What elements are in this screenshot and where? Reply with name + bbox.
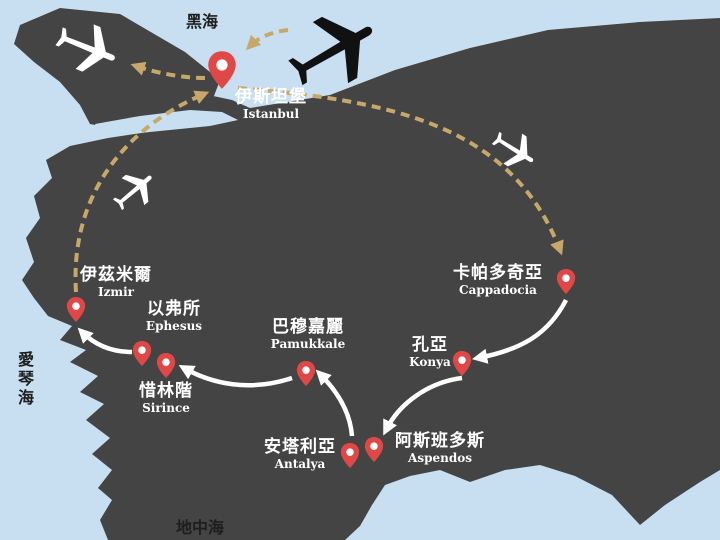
city-name-en: Cappadocia: [459, 282, 537, 297]
city-name-zh: 伊斯坦堡: [235, 87, 307, 107]
route-cappadocia-konya: [471, 298, 569, 364]
city-label-istanbul: 伊斯坦堡 Istanbul: [229, 87, 313, 121]
city-label-cappadocia: 卡帕多奇亞 Cappadocia: [448, 263, 548, 297]
flight-path-istanbul-cappadocia: [237, 86, 564, 256]
land-anatolia: [22, 18, 720, 540]
city-label-izmir: 伊茲米爾 Izmir: [76, 265, 156, 299]
route-ephesus-izmir: [77, 327, 133, 355]
city-name-en: Ephesus: [145, 318, 203, 333]
city-name-en: Istanbul: [242, 106, 300, 121]
city-label-aspendos: 阿斯班多斯 Aspendos: [388, 431, 492, 465]
flight-path-izmir-istanbul: [73, 90, 210, 293]
route-antalya-pamukkale: [315, 369, 355, 437]
flight-path-istanbul-europe: [130, 61, 206, 80]
city-name-zh: 以弗所: [147, 299, 201, 319]
city-name-zh: 阿斯班多斯: [395, 431, 485, 451]
city-name-en: Aspendos: [408, 450, 472, 465]
route-konya-aspendos: [383, 375, 463, 436]
city-name-zh: 孔亞: [412, 335, 448, 355]
city-label-konya: 孔亞 Konya: [398, 335, 462, 369]
route-pamukkale-sirince: [178, 364, 293, 388]
city-name-en: Konya: [409, 354, 451, 369]
city-name-zh: 巴穆嘉麗: [272, 317, 344, 337]
sea-of-marmara: [95, 110, 238, 136]
city-name-zh: 安塔利亞: [264, 437, 336, 457]
sea-label-black-sea: 黑海: [186, 12, 219, 31]
city-name-en: Antalya: [274, 456, 326, 471]
city-name-en: Sirince: [142, 400, 190, 415]
city-name-en: Izmir: [97, 284, 134, 299]
flight-path-arrival: [245, 28, 289, 51]
city-name-zh: 惜林階: [139, 381, 193, 401]
sea-label-aegean: 愛琴海: [17, 350, 34, 408]
city-label-sirince: 惜林階 Sirince: [132, 381, 200, 415]
city-label-pamukkale: 巴穆嘉麗 Pamukkale: [263, 317, 353, 351]
city-name-zh: 卡帕多奇亞: [453, 263, 543, 283]
city-name-zh: 伊茲米爾: [80, 265, 152, 285]
city-label-ephesus: 以弗所 Ephesus: [140, 299, 208, 333]
city-label-antalya: 安塔利亞 Antalya: [258, 437, 342, 471]
city-name-en: Pamukkale: [270, 336, 346, 351]
sea-label-mediterranean: 地中海: [176, 518, 225, 537]
